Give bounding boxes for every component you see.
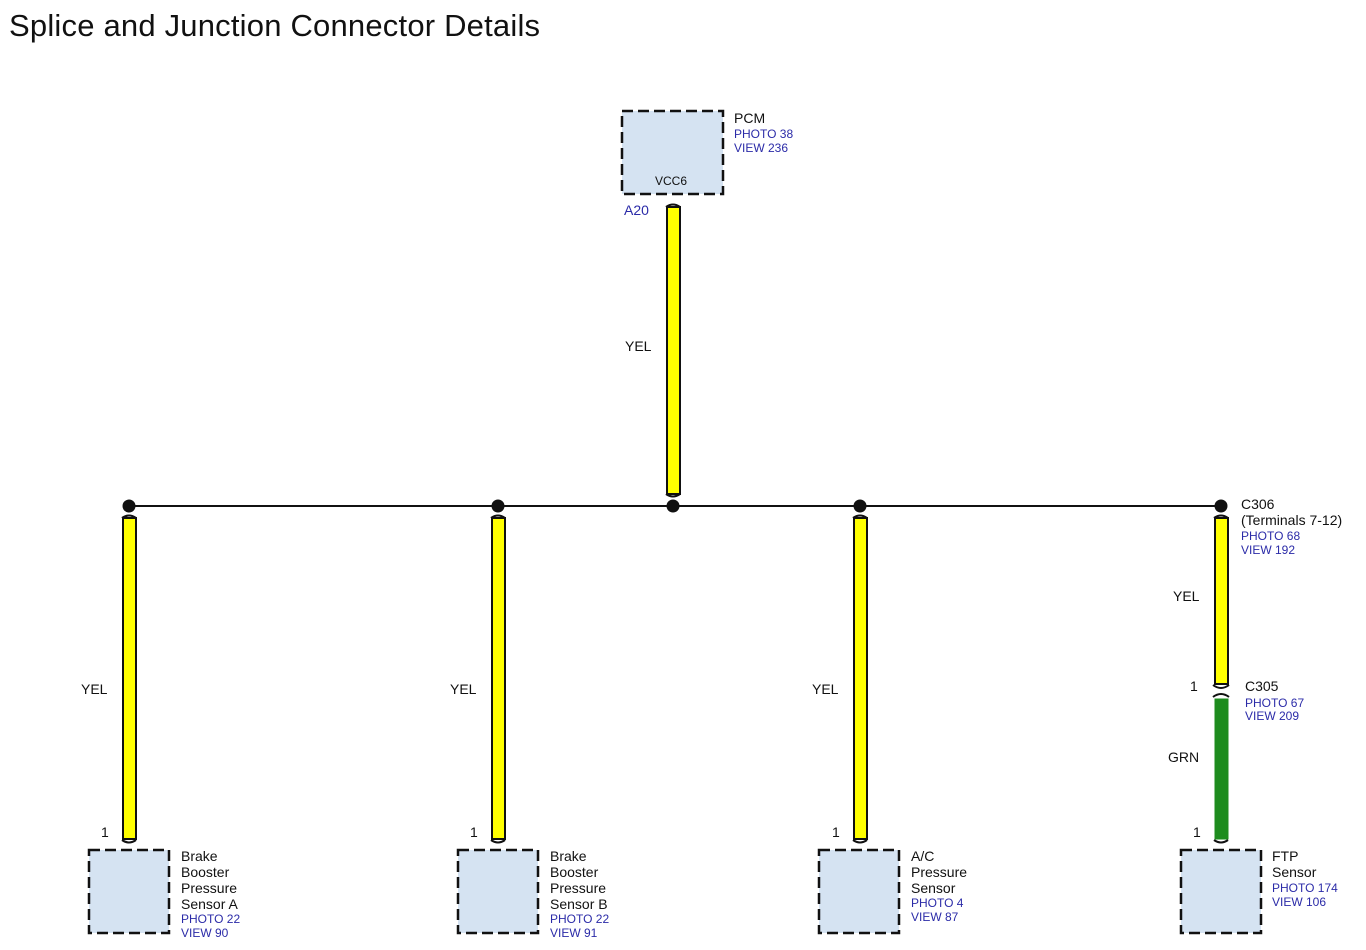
c305-label: C305 bbox=[1245, 678, 1279, 694]
branch-b-name-1: Brake bbox=[550, 848, 587, 864]
splice-dot bbox=[491, 499, 505, 513]
brake-booster-sensor-a-box[interactable] bbox=[87, 848, 171, 935]
pcm-pin-label: A20 bbox=[624, 202, 649, 218]
branch-a-wire-color: YEL bbox=[81, 681, 108, 697]
branch-ac-wire-color: YEL bbox=[812, 681, 839, 697]
ftp-pin: 1 bbox=[1193, 824, 1201, 840]
pcm-box bbox=[620, 109, 725, 196]
branch-wire-b bbox=[490, 514, 506, 844]
c305-view-link[interactable]: VIEW 209 bbox=[1245, 709, 1299, 723]
branch-ac-name-1: A/C bbox=[911, 848, 934, 864]
c306-detail: (Terminals 7-12) bbox=[1241, 512, 1342, 528]
branch-a-photo-link[interactable]: PHOTO 22 bbox=[181, 912, 240, 926]
ftp-view-link[interactable]: VIEW 106 bbox=[1272, 895, 1326, 909]
branch-b-photo-link[interactable]: PHOTO 22 bbox=[550, 912, 609, 926]
brake-booster-sensor-b-box[interactable] bbox=[456, 848, 540, 935]
c306-photo-link[interactable]: PHOTO 68 bbox=[1241, 529, 1300, 543]
ac-pressure-sensor-box[interactable] bbox=[817, 848, 901, 935]
pcm-wire bbox=[665, 203, 681, 498]
splice-dot bbox=[853, 499, 867, 513]
branch-a-view-link[interactable]: VIEW 90 bbox=[181, 926, 229, 940]
branch-b-wire-color: YEL bbox=[450, 681, 477, 697]
branch-ac-view-link[interactable]: VIEW 87 bbox=[911, 910, 959, 924]
ftp-sensor-box[interactable] bbox=[1179, 848, 1263, 935]
splice-dot bbox=[1214, 499, 1228, 513]
branch-a-name-3: Pressure bbox=[181, 880, 237, 896]
splice-dot bbox=[666, 499, 680, 513]
c305-pin: 1 bbox=[1190, 678, 1198, 694]
ftp-name-1: FTP bbox=[1272, 848, 1298, 864]
c305-photo-link[interactable]: PHOTO 67 bbox=[1245, 696, 1304, 710]
splice-dot bbox=[122, 499, 136, 513]
branch-a-name-2: Booster bbox=[181, 864, 230, 880]
c306-wire-color: YEL bbox=[1173, 588, 1200, 604]
c306-view-link[interactable]: VIEW 192 bbox=[1241, 543, 1295, 557]
pcm-component[interactable]: VCC6 bbox=[620, 109, 725, 196]
branch-b-pin: 1 bbox=[470, 824, 478, 840]
ftp-wire-color: GRN bbox=[1168, 749, 1199, 765]
branch-ac-pin: 1 bbox=[832, 824, 840, 840]
ftp-wire bbox=[1213, 698, 1229, 844]
pcm-photo-link[interactable]: PHOTO 38 bbox=[734, 127, 793, 141]
pcm-wire-color: YEL bbox=[625, 338, 652, 354]
ftp-name-2: Sensor bbox=[1272, 864, 1317, 880]
branch-wire-ac bbox=[852, 514, 868, 844]
branch-ac-name-3: Sensor bbox=[911, 880, 956, 896]
c305-connector bbox=[1212, 693, 1230, 698]
ftp-photo-link[interactable]: PHOTO 174 bbox=[1272, 881, 1338, 895]
branch-a-name-4: Sensor A bbox=[181, 896, 238, 912]
branch-b-name-2: Booster bbox=[550, 864, 599, 880]
pcm-pin-name: VCC6 bbox=[655, 174, 687, 188]
branch-a-pin: 1 bbox=[101, 824, 109, 840]
branch-b-view-link[interactable]: VIEW 91 bbox=[550, 926, 598, 940]
c306-c305-wire bbox=[1212, 514, 1230, 689]
c306-label: C306 bbox=[1241, 496, 1275, 512]
pcm-view-link[interactable]: VIEW 236 bbox=[734, 141, 788, 155]
branch-ac-name-2: Pressure bbox=[911, 864, 967, 880]
branch-wire-a bbox=[121, 514, 137, 844]
branch-b-name-3: Pressure bbox=[550, 880, 606, 896]
branch-a-name-1: Brake bbox=[181, 848, 218, 864]
branch-ac-photo-link[interactable]: PHOTO 4 bbox=[911, 896, 964, 910]
branch-b-name-4: Sensor B bbox=[550, 896, 608, 912]
pcm-label: PCM bbox=[734, 110, 765, 126]
page-title: Splice and Junction Connector Details bbox=[9, 8, 541, 43]
